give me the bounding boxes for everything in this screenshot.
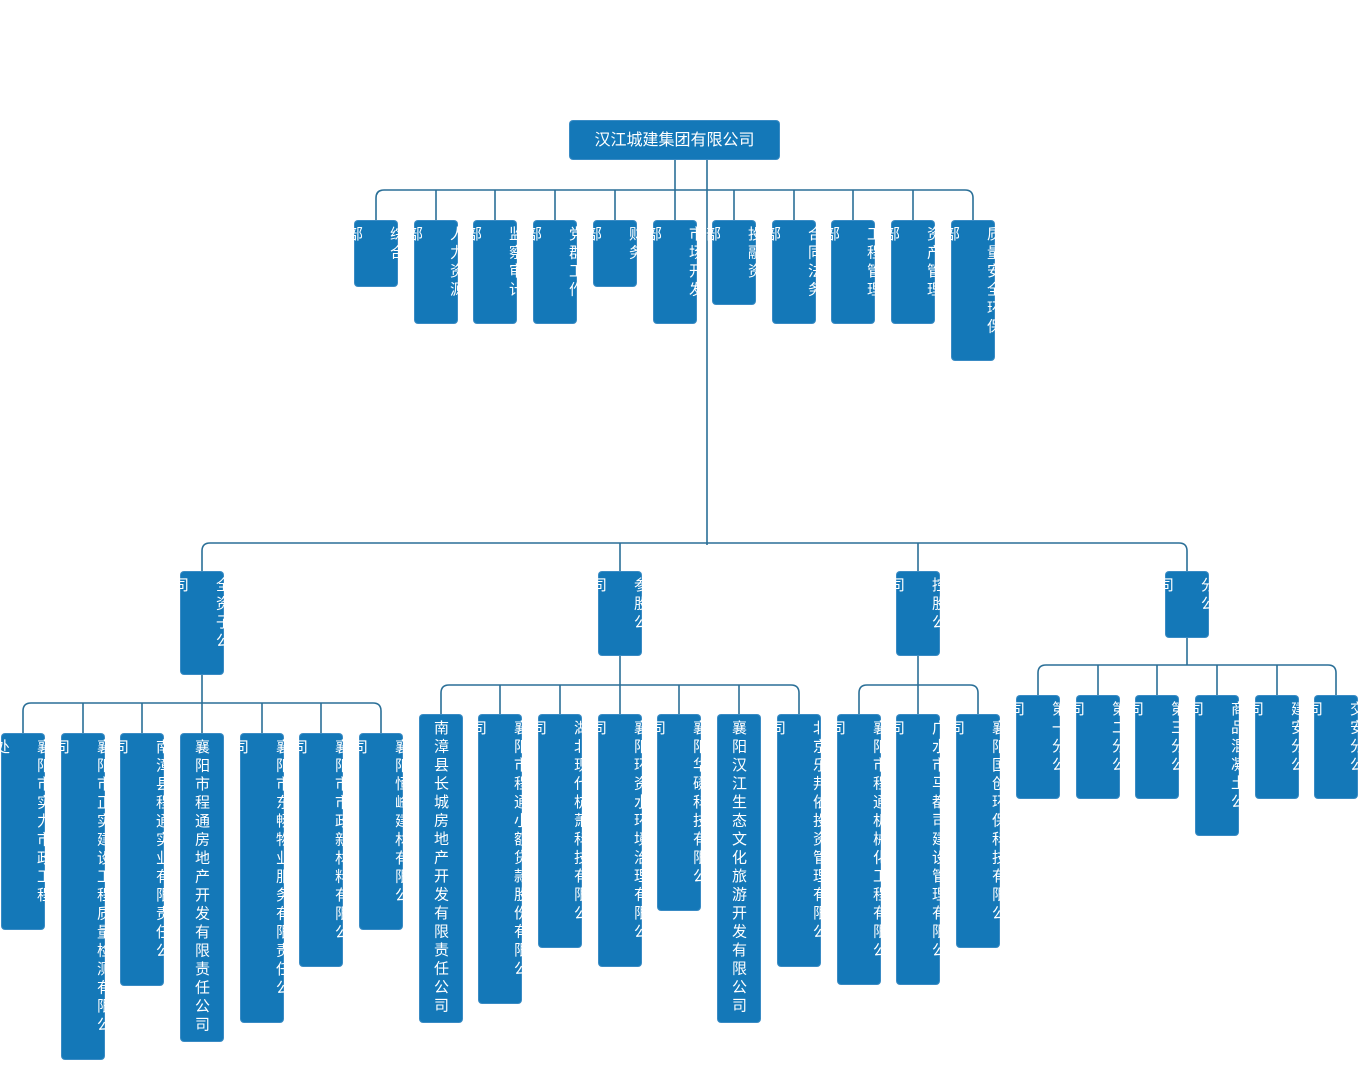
department-box-label: 人力资源部 [406, 226, 466, 300]
company-box-label: 交安分公司 [1306, 701, 1360, 775]
department-box-label: 监察审计部 [465, 226, 525, 300]
company-box[interactable]: 襄阳恒峰建材有限公司 [351, 734, 411, 929]
company-box[interactable]: 商品混凝土公司 [1187, 696, 1247, 835]
department-box[interactable]: 合同法务部 [764, 221, 824, 323]
connector [1037, 664, 1337, 696]
company-box[interactable]: 建安分公司 [1247, 696, 1307, 798]
department-box[interactable]: 党群工作部 [525, 221, 585, 323]
group-box-label: 控股公司 [888, 577, 948, 633]
company-box-label: 襄阳恒峰建材有限公司 [351, 739, 411, 906]
company-box[interactable]: 襄阳市市政新材料有限公司 [291, 734, 351, 966]
root-company[interactable]: 汉江城建集团有限公司 [570, 121, 779, 159]
company-box[interactable]: 湖北现代杭萧科技有限公司 [530, 715, 590, 947]
company-box[interactable]: 襄阳市程通房地产开发有限责任公司 [181, 734, 223, 1041]
group-box-label: 参股公司 [590, 577, 650, 633]
company-box[interactable]: 襄阳市实力市政工程处 [0, 734, 53, 929]
company-box-label: 襄阳华磷科技有限公司 [649, 720, 709, 887]
company-box-label: 襄阳市程通小额贷款股份有限公司 [470, 720, 530, 979]
company-box-label: 广水市马都司建设管理有限公司 [888, 720, 948, 961]
company-box-label: 第三分公司 [1127, 701, 1187, 775]
company-box[interactable]: 襄阳华磷科技有限公司 [649, 715, 709, 910]
company-box-label: 襄阳市实力市政工程处 [0, 739, 53, 906]
company-box-label: 襄阳汉江生态文化旅游开发有限公司 [730, 720, 748, 1016]
department-box-label: 质量安全环保部 [943, 226, 1003, 337]
company-box-label: 南漳县长城房地产开发有限责任公司 [432, 720, 450, 1016]
department-box-label: 工程管理部 [823, 226, 883, 300]
department-box[interactable]: 财务部 [585, 221, 645, 286]
department-box[interactable]: 市场开发部 [645, 221, 705, 323]
company-box[interactable]: 襄阳汉江生态文化旅游开发有限公司 [718, 715, 760, 1022]
company-box[interactable]: 第三分公司 [1127, 696, 1187, 798]
department-box[interactable]: 监察审计部 [465, 221, 525, 323]
company-box-label: 襄阳市东畅物业服务有限责任公司 [232, 739, 292, 998]
department-box-label: 投融资部 [704, 226, 764, 282]
department-box[interactable]: 工程管理部 [823, 221, 883, 323]
department-box-label: 党群工作部 [525, 226, 585, 300]
company-box-label: 北京乐邦依投资管理有限公司 [769, 720, 829, 942]
department-box[interactable]: 人力资源部 [406, 221, 466, 323]
company-box-label: 襄阳市程通房地产开发有限责任公司 [193, 739, 211, 1035]
group-box-label: 分公司 [1157, 577, 1217, 614]
company-box-label: 建安分公司 [1247, 701, 1307, 775]
department-box-label: 财务部 [585, 226, 645, 263]
company-box[interactable]: 交安分公司 [1306, 696, 1360, 798]
company-box[interactable]: 第一分公司 [1008, 696, 1068, 798]
company-box-label: 襄阳环资水环境治理有限公司 [590, 720, 650, 942]
department-box[interactable]: 质量安全环保部 [943, 221, 1003, 360]
group-box[interactable]: 分公司 [1157, 572, 1217, 637]
root-company-label: 汉江城建集团有限公司 [594, 130, 755, 149]
department-box[interactable]: 投融资部 [704, 221, 764, 304]
company-box-label: 襄阳市程通机械化工程有限公司 [829, 720, 889, 961]
company-box-label: 襄阳国创环保科技有限公司 [948, 720, 1008, 924]
department-box-label: 资产管理部 [883, 226, 943, 300]
connector [201, 542, 1188, 572]
company-box[interactable]: 第二分公司 [1068, 696, 1128, 798]
company-box-label: 南漳县程通实业有限责任公司 [112, 739, 172, 961]
company-box[interactable]: 襄阳国创环保科技有限公司 [948, 715, 1008, 947]
company-box[interactable]: 北京乐邦依投资管理有限公司 [769, 715, 829, 966]
company-box-label: 湖北现代杭萧科技有限公司 [530, 720, 590, 924]
department-box[interactable]: 资产管理部 [883, 221, 943, 323]
company-box[interactable]: 襄阳市正实建设工程质量检测有限公司 [53, 734, 113, 1059]
group-box[interactable]: 参股公司 [590, 572, 650, 655]
company-box[interactable]: 南漳县程通实业有限责任公司 [112, 734, 172, 985]
company-box-label: 商品混凝土公司 [1187, 701, 1247, 812]
company-box-label: 第二分公司 [1068, 701, 1128, 775]
company-box[interactable]: 襄阳市东畅物业服务有限责任公司 [232, 734, 292, 1022]
group-box[interactable]: 全资子公司 [172, 572, 232, 674]
company-box[interactable]: 南漳县长城房地产开发有限责任公司 [420, 715, 462, 1022]
department-box-label: 市场开发部 [645, 226, 705, 300]
group-box[interactable]: 控股公司 [888, 572, 948, 655]
department-box-label: 综合部 [346, 226, 406, 263]
company-box-label: 襄阳市市政新材料有限公司 [291, 739, 351, 943]
company-box[interactable]: 广水市马都司建设管理有限公司 [888, 715, 948, 984]
department-box[interactable]: 综合部 [346, 221, 406, 286]
company-box[interactable]: 襄阳市程通小额贷款股份有限公司 [470, 715, 530, 1003]
group-box-label: 全资子公司 [172, 577, 232, 651]
company-box[interactable]: 襄阳市程通机械化工程有限公司 [829, 715, 889, 984]
company-box[interactable]: 襄阳环资水环境治理有限公司 [590, 715, 650, 966]
company-box-label: 第一分公司 [1008, 701, 1068, 775]
department-box-label: 合同法务部 [764, 226, 824, 300]
company-box-label: 襄阳市正实建设工程质量检测有限公司 [53, 739, 113, 1035]
